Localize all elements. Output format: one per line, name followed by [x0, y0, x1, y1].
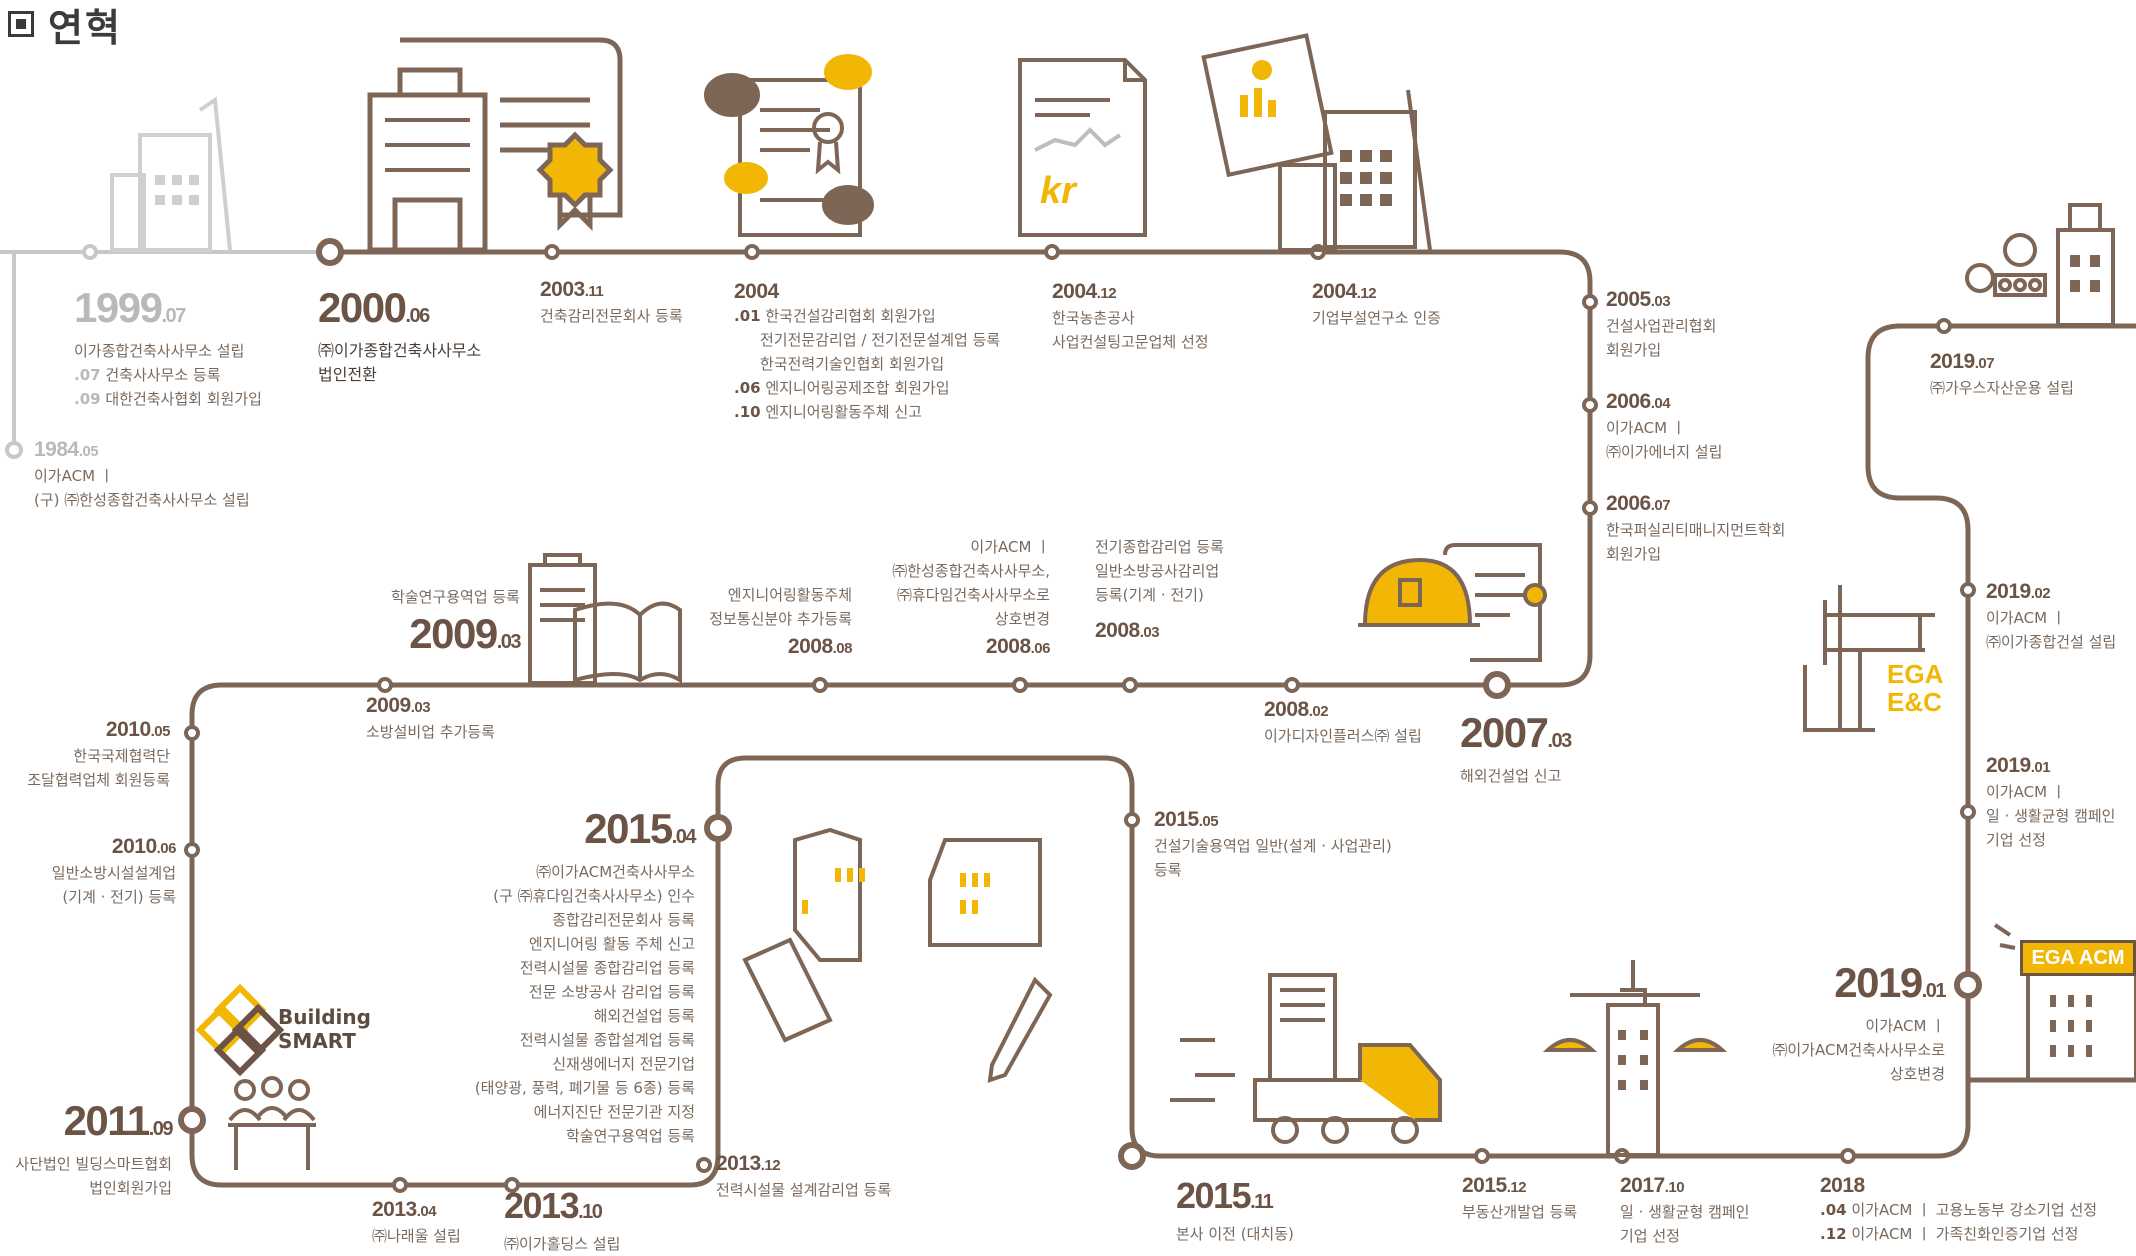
event-2013-04: 2013.04 ㈜나래울 설립 — [372, 1198, 461, 1245]
event-2000: 2000.06 ㈜이가종합건축사사무소 법인전환 — [318, 284, 482, 385]
kr-logo: kr — [1040, 170, 1076, 212]
event-2013-12: 2013.12 전력시설물 설계감리업 등록 — [716, 1152, 892, 1199]
ega-acm-sign: EGA ACM — [2020, 940, 2136, 976]
event-2006-04: 2006.04 이가ACM ㅣ ㈜이가에너지 설립 — [1606, 390, 1723, 461]
node-2007 — [1483, 671, 1511, 699]
building-smart-logo: Building SMART — [278, 1005, 371, 1053]
event-1999: 1999.07 이가종합건축사사무소 설립 .07 건축사사무소 등록 .09 … — [74, 284, 262, 409]
event-2019-01-rename: 2019.01 이가ACM ㅣ ㈜이가ACM건축사사무소로 상호변경 — [1772, 959, 1946, 1084]
ega-enc-logo: EGA E&C — [1887, 659, 1944, 717]
crane-illustration — [1803, 585, 1935, 732]
gray-building-illustration — [110, 96, 232, 252]
event-2015-04: 2015.04 ㈜이가ACM건축사사무소 (구 ㈜휴다임건축사사무소) 인수 종… — [474, 805, 697, 1146]
section-header: 연혁 — [8, 0, 122, 50]
event-2015-05: 2015.05 건설기술용역업 일반(설계 · 사업관리) 등록 — [1154, 808, 1392, 879]
event-2009-03-research: 학술연구용역업 등록 2009.03 — [391, 588, 522, 657]
balance-building-illustration — [1542, 960, 1728, 1157]
document-kr-illustration — [1018, 58, 1147, 237]
truck-illustration — [1170, 973, 1442, 1144]
square-bullet-icon — [8, 11, 34, 37]
event-2008-03: 전기종합감리업 등록 일반소방공사감리업 등록(기계 · 전기) 2008.03 — [1095, 538, 1224, 642]
event-2010-05: 2010.05 한국국제협력단 조달협력업체 회원등록 — [27, 718, 170, 789]
puzzle-buildings-illustration — [742, 827, 1053, 1083]
event-2009-03-fire: 2009.03 소방설비업 추가등록 — [366, 694, 495, 741]
event-2018: 2018 .04 이가ACM ㅣ 고용노동부 강소기업 선정 .12 이가ACM… — [1820, 1174, 2098, 1243]
event-2019-07: 2019.07 ㈜가우스자산운용 설립 — [1930, 350, 2074, 397]
node-2011 — [178, 1106, 206, 1134]
contract-speech-illustration — [704, 54, 874, 237]
node-2015-04 — [704, 814, 732, 842]
event-2005: 2005.03 건설사업관리협회 회원가입 — [1606, 288, 1717, 359]
event-2017: 2017.10 일 · 생활균형 캠페인 기업 선정 — [1620, 1174, 1750, 1245]
event-2013-10: 2013.10 ㈜이가홀딩스 설립 — [504, 1185, 621, 1254]
node-2015-11 — [1118, 1142, 1146, 1170]
event-1984: 1984.05 이가ACM ㅣ (구) ㈜한성종합건축사사무소 설립 — [34, 438, 250, 509]
node-2000 — [316, 238, 344, 266]
event-2004-01: 2004 .01 한국건설감리협회 회원가입 전기전문감리업 / 전기전문설계업… — [734, 280, 1001, 421]
event-2011: 2011.09 사단법인 빌딩스마트협회 법인회원가입 — [15, 1097, 173, 1198]
event-2019-02: 2019.02 이가ACM ㅣ ㈜이가종합건설 설립 — [1986, 580, 2117, 651]
event-2015-12: 2015.12 부동산개발업 등록 — [1462, 1174, 1578, 1221]
event-2019-01-campaign: 2019.01 이가ACM ㅣ 일 · 생활균형 캠페인 기업 선정 — [1986, 754, 2116, 849]
event-2008-06: 이가ACM ㅣ ㈜한성종합건축사사무소, ㈜휴다임건축사사무소로 상호변경 20… — [892, 538, 1050, 658]
research-building-illustration — [1201, 33, 1432, 252]
event-2008-02: 2008.02 이가디자인플러스㈜ 설립 — [1264, 698, 1422, 745]
coins-building-illustration — [1965, 203, 2115, 327]
building-book-illustration — [528, 553, 682, 685]
node-2019-01 — [1954, 971, 1982, 999]
building-smart-logo-icon — [195, 983, 285, 1077]
event-2004-12-kr: 2004.12 한국농촌공사 사업컨설팅고문업체 선정 — [1052, 280, 1209, 351]
event-2008-08: 엔지니어링활동주체 정보통신분야 추가등록 2008.08 — [709, 586, 852, 658]
event-2015-11: 2015.11 본사 이전 (대치동) — [1176, 1175, 1294, 1244]
page-title: 연혁 — [48, 5, 122, 50]
helmet-scroll-illustration — [1358, 543, 1547, 662]
event-2003: 2003.11 건축감리전문회사 등록 — [540, 278, 683, 325]
event-2007: 2007.03 해외건설업 신고 — [1460, 709, 1572, 786]
event-2006-07: 2006.07 한국퍼실리티매니지먼트학회 회원가입 — [1606, 492, 1786, 563]
event-2010-06: 2010.06 일반소방시설설계업 (기계 · 전기) 등록 — [51, 835, 177, 906]
building-certificate-illustration — [367, 37, 623, 253]
event-2004-12-lab: 2004.12 기업부설연구소 인증 — [1312, 280, 1441, 327]
meeting-people-icon — [228, 1076, 316, 1170]
